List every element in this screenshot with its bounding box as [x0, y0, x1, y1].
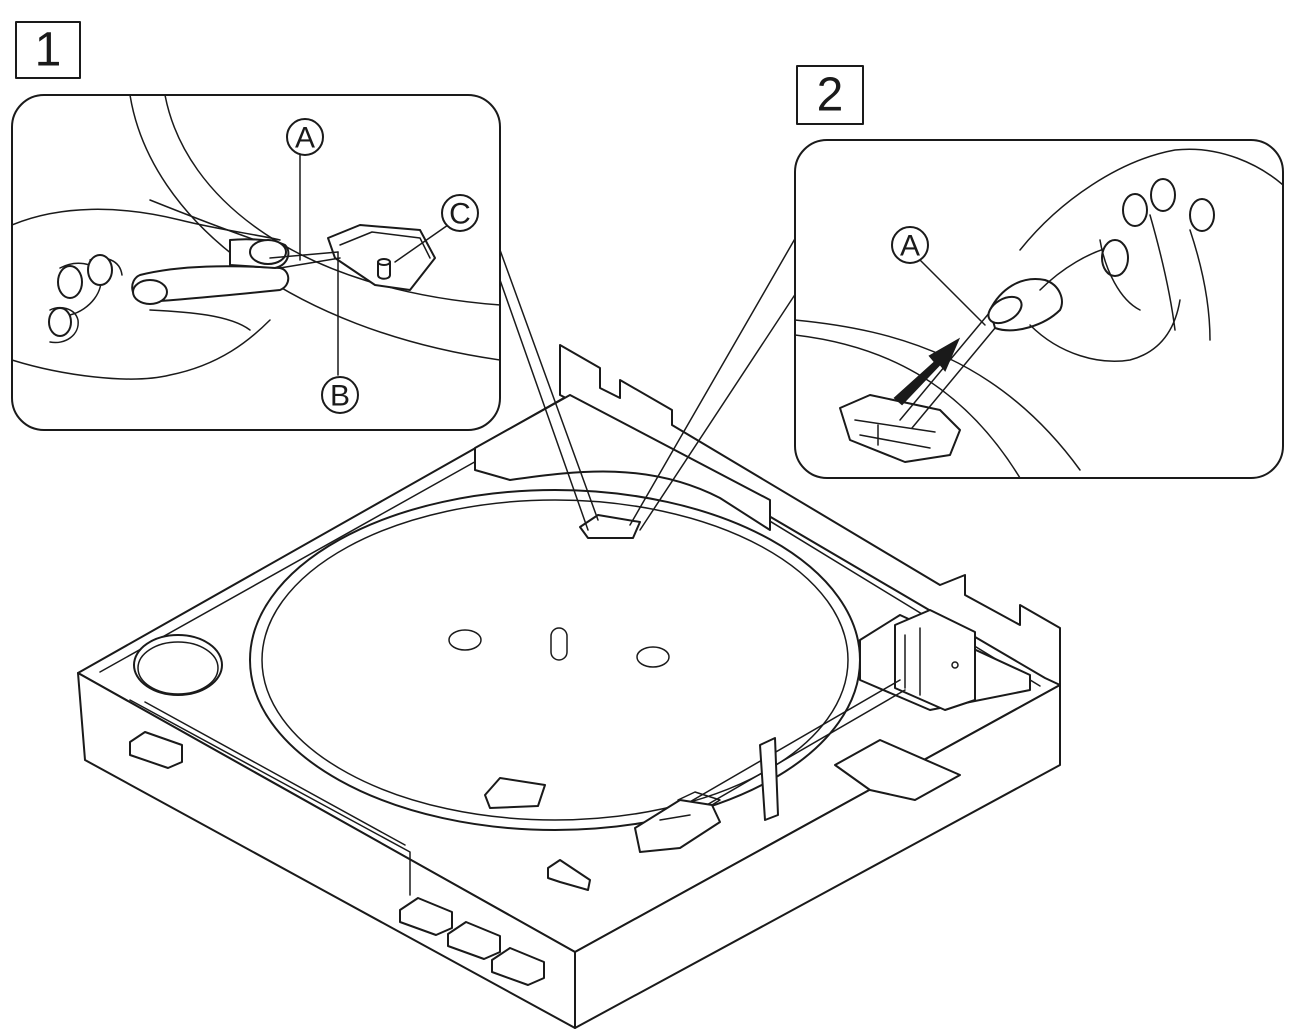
- label-circle-a-2: [891, 226, 929, 264]
- tonearm-assembly: [634, 609, 1031, 853]
- front-switch: [129, 731, 183, 769]
- step-2-label: 2: [817, 69, 844, 122]
- label-circle-a: [286, 118, 324, 156]
- rear-guide-block: [474, 394, 771, 531]
- label-circle-b: [321, 376, 359, 414]
- front-buttons: [399, 897, 545, 986]
- label-b: B: [330, 380, 350, 413]
- callout-step-2: A: [794, 139, 1284, 479]
- step-number-1: 1: [15, 21, 81, 79]
- platter: [249, 489, 861, 831]
- speed-knob: [133, 634, 223, 696]
- label-a: A: [295, 122, 315, 155]
- label-circle-c: [441, 194, 479, 232]
- callout-leader-lines: [499, 229, 801, 531]
- label-c: C: [449, 198, 471, 231]
- step-number-2: 2: [796, 65, 864, 125]
- step-1-label: 1: [35, 24, 62, 77]
- label-a-2: A: [900, 230, 920, 263]
- push-arrow: [893, 337, 961, 406]
- cue-lever: [547, 859, 591, 891]
- callout-step-1: A B C: [11, 94, 501, 431]
